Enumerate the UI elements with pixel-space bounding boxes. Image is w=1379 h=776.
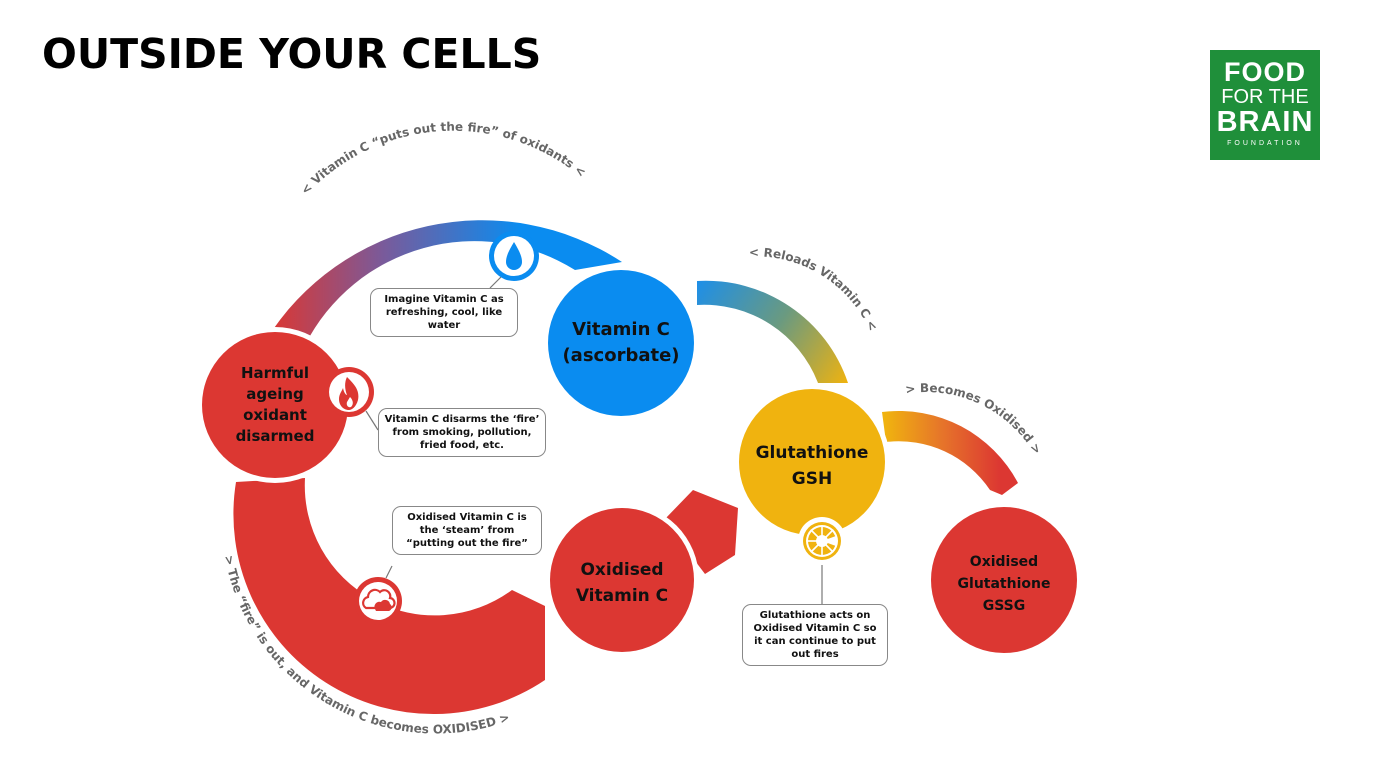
page-title: OUTSIDE YOUR CELLS <box>42 30 542 78</box>
lemon-slice-icon <box>798 517 846 565</box>
callout-water: Imagine Vitamin C as refreshing, cool, l… <box>370 288 518 337</box>
node-oxidised-vitamin-c: Oxidised Vitamin C <box>545 503 699 657</box>
leader-line-fire <box>365 410 379 431</box>
logo-line-1: FOOD <box>1224 57 1306 87</box>
glutathione-line2: GSH <box>792 469 832 489</box>
oxidised-vitamin-c-line1: Oxidised <box>580 560 663 580</box>
arc-fire-is-out <box>233 478 546 715</box>
arc-becomes-oxidised <box>882 410 1018 495</box>
node-oxidised-glutathione: Oxidised Glutathione GSSG <box>931 507 1077 653</box>
food-for-the-brain-logo: FOOD FOR THE BRAIN FOUNDATION <box>1210 50 1320 160</box>
logo-line-3: BRAIN <box>1216 106 1314 138</box>
gssg-line2: Glutathione <box>958 576 1051 592</box>
node-glutathione: Glutathione GSH <box>734 384 890 540</box>
vitamin-c-line1: Vitamin C <box>572 319 670 340</box>
callout-glutathione: Glutathione acts on Oxidised Vitamin C s… <box>742 604 888 666</box>
flame-icon <box>324 367 374 417</box>
node-vitamin-c: Vitamin C (ascorbate) <box>543 265 699 421</box>
leader-line-water <box>489 275 503 289</box>
connector-oxidised-to-glutathione <box>664 490 738 574</box>
harmful-line2: ageing <box>246 385 304 403</box>
logo-line-2: FOR THE <box>1221 86 1309 108</box>
vitamin-c-line2: (ascorbate) <box>562 345 679 366</box>
cloud-icon <box>354 577 402 625</box>
arc-reloads-vitamin-c <box>697 280 848 383</box>
harmful-line4: disarmed <box>236 427 315 445</box>
callout-steam: Oxidised Vitamin C is the ‘steam’ from “… <box>392 506 542 555</box>
gssg-line1: Oxidised <box>970 554 1038 570</box>
leader-line-steam <box>385 565 393 579</box>
label-puts-out-fire: < Vitamin C “puts out the fire” of oxida… <box>298 120 588 198</box>
callout-fire: Vitamin C disarms the ‘fire’ from smokin… <box>378 408 546 457</box>
harmful-line3: oxidant <box>243 406 307 424</box>
gssg-line3: GSSG <box>983 598 1026 614</box>
harmful-line1: Harmful <box>241 364 309 382</box>
water-drop-icon <box>489 231 539 281</box>
node-harmful-oxidant: Harmful ageing oxidant disarmed <box>197 327 353 483</box>
glutathione-line1: Glutathione <box>756 443 869 463</box>
oxidised-vitamin-c-line2: Vitamin C <box>576 586 668 606</box>
logo-line-4: FOUNDATION <box>1227 140 1303 147</box>
label-puts-out-fire-path: < Vitamin C “puts out the fire” of oxida… <box>298 120 588 198</box>
